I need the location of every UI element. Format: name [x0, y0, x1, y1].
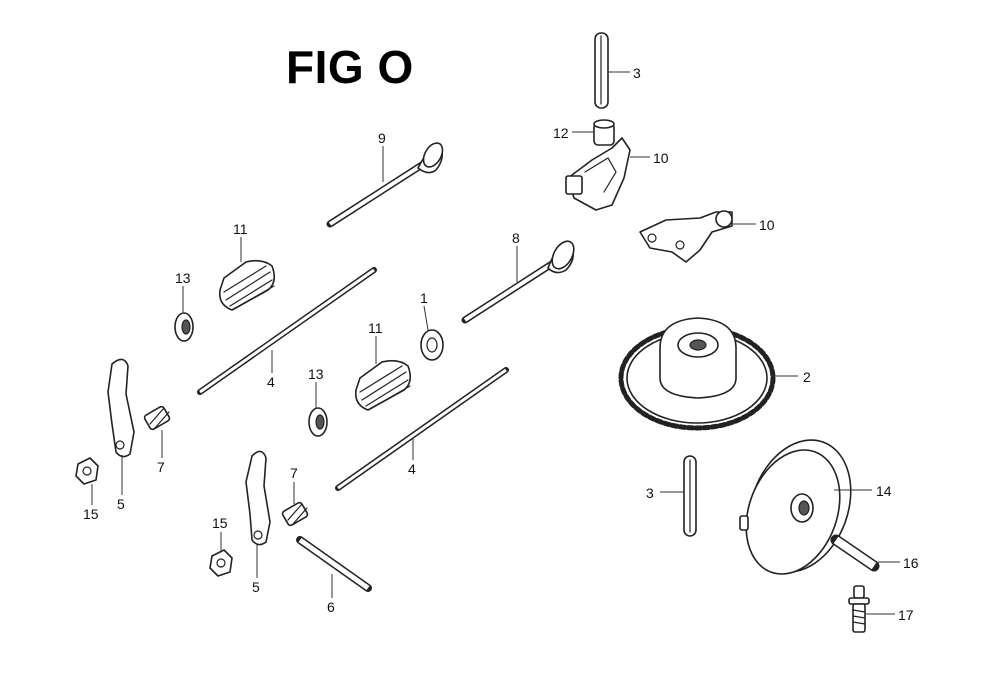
part-4-push-rod-lower	[335, 367, 509, 491]
part-9-valve	[326, 142, 444, 228]
callout-11-upper: 11	[233, 221, 248, 237]
part-6-shaft	[296, 536, 372, 592]
part-7-adjuster-left	[143, 405, 171, 431]
callout-5-right: 5	[252, 579, 260, 595]
callout-13-upper: 13	[175, 270, 191, 286]
callout-2: 2	[803, 369, 811, 385]
callout-15-right: 15	[212, 515, 228, 531]
callout-3-lower: 3	[646, 485, 654, 501]
part-8-valve	[461, 240, 575, 324]
part-3-pin-lower	[683, 455, 697, 537]
callout-7-left: 7	[157, 459, 165, 475]
part-11-spring-upper	[218, 259, 276, 311]
part-16-pin	[830, 534, 880, 572]
callout-14: 14	[876, 483, 892, 499]
figure-title: FIG O	[286, 41, 414, 93]
part-7-adjuster-right	[281, 501, 309, 527]
part-1-seal	[420, 329, 444, 361]
part-13-retainer-lower	[308, 407, 328, 437]
callout-4-upper: 4	[267, 374, 275, 390]
part-4-push-rod-upper	[197, 267, 377, 395]
callout-13-lower: 13	[308, 366, 324, 382]
callout-1: 1	[420, 290, 428, 306]
part-15-nut-left	[75, 457, 99, 485]
part-12-collar	[593, 119, 615, 146]
callout-7-right: 7	[290, 465, 298, 481]
callout-12: 12	[553, 125, 569, 141]
part-17-bolt	[848, 585, 870, 633]
part-11-spring-lower	[354, 359, 412, 411]
callout-3-top: 3	[633, 65, 641, 81]
part-5-rocker-right	[245, 450, 271, 546]
callout-4-lower: 4	[408, 461, 416, 477]
part-14-governor-plate	[739, 439, 852, 575]
callout-17: 17	[898, 607, 914, 623]
callout-6: 6	[327, 599, 335, 615]
part-15-nut-right	[209, 549, 233, 577]
part-13-retainer-upper	[174, 312, 194, 342]
callout-11-lower: 11	[368, 320, 383, 336]
callout-16: 16	[903, 555, 919, 571]
part-3-pin-top	[594, 32, 609, 109]
callout-10-upper: 10	[653, 150, 669, 166]
callout-8: 8	[512, 230, 520, 246]
callout-5-left: 5	[117, 496, 125, 512]
part-10-rocker-arm-upper	[565, 137, 631, 211]
part-5-rocker-left	[107, 358, 135, 458]
callout-10-right: 10	[759, 217, 775, 233]
callout-leader-lines	[91, 71, 900, 615]
part-10-rocker-arm-right	[639, 210, 733, 263]
callout-9: 9	[378, 130, 386, 146]
callout-15-left: 15	[83, 506, 99, 522]
part-2-camshaft-gear	[618, 317, 776, 431]
